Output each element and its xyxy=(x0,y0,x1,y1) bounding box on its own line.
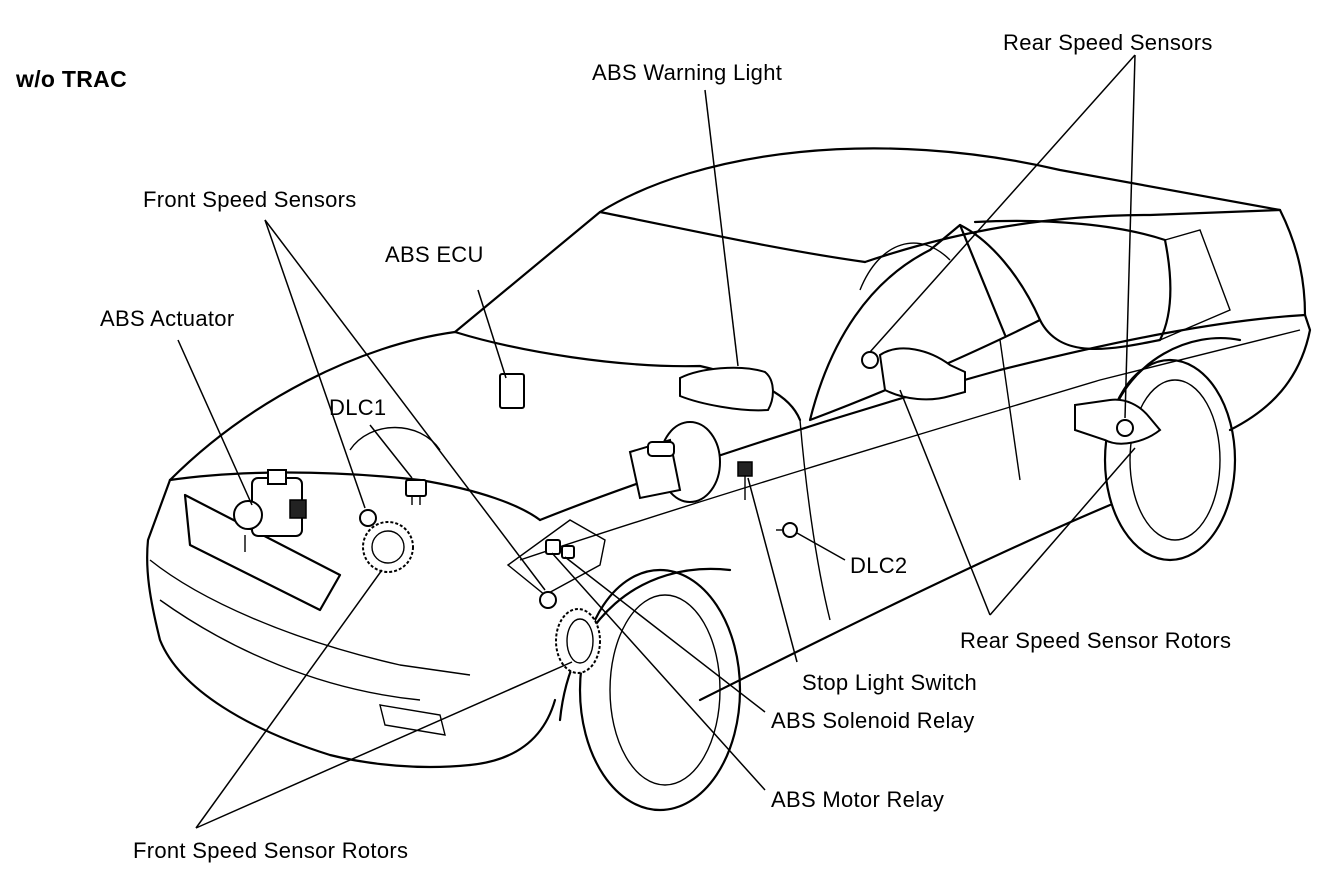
front-speed-sensor-part xyxy=(359,509,557,609)
front-speed-sensor-rotor-part xyxy=(362,521,601,674)
label-rear-speed-sensors: Rear Speed Sensors xyxy=(1003,30,1213,55)
dlc2-part xyxy=(776,522,798,538)
dlc1-part xyxy=(405,479,427,505)
stop-light-switch-part xyxy=(737,461,753,500)
diagram-heading: w/o TRAC xyxy=(16,66,127,92)
label-abs-solenoid-relay: ABS Solenoid Relay xyxy=(771,708,975,733)
brake-booster-part xyxy=(628,421,721,503)
abs-warning-light-part xyxy=(679,366,774,412)
car-body xyxy=(146,147,1312,812)
label-rear-speed-sensor-rotors: Rear Speed Sensor Rotors xyxy=(960,628,1232,653)
label-abs-motor-relay: ABS Motor Relay xyxy=(771,787,945,812)
abs-actuator-part xyxy=(233,469,307,552)
label-dlc1: DLC1 xyxy=(329,395,387,420)
label-abs-actuator: ABS Actuator xyxy=(100,306,235,331)
label-front-speed-sensors: Front Speed Sensors xyxy=(143,187,357,212)
label-front-speed-sensor-rotors: Front Speed Sensor Rotors xyxy=(133,838,409,863)
rear-axle-part xyxy=(861,347,1162,445)
label-abs-warning-light: ABS Warning Light xyxy=(592,60,783,85)
leader-lines xyxy=(177,54,1136,829)
relay-block-part xyxy=(506,519,606,596)
label-dlc2: DLC2 xyxy=(850,553,908,578)
abs-ecu-part xyxy=(499,373,525,409)
label-stop-light-switch: Stop Light Switch xyxy=(802,670,978,695)
label-abs-ecu: ABS ECU xyxy=(385,242,484,267)
